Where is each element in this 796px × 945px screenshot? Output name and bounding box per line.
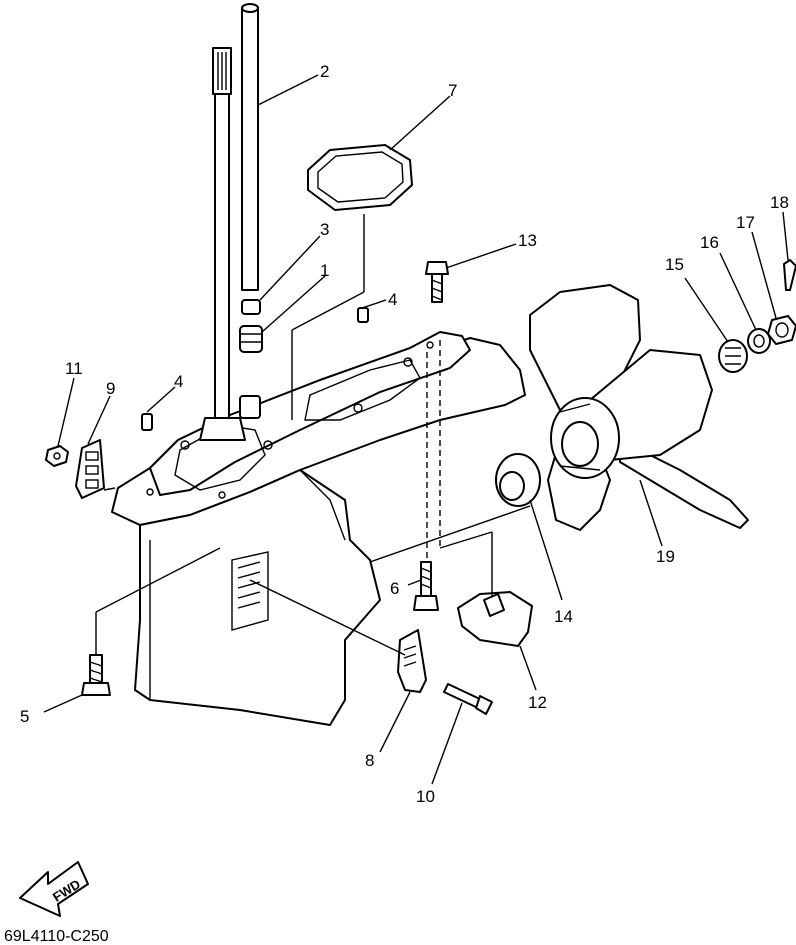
water-intake-grille xyxy=(231,551,269,631)
callout-4-second: 4 xyxy=(388,290,397,309)
trim-tab-8 xyxy=(397,629,427,693)
callout-8: 8 xyxy=(365,751,374,770)
callout-16: 16 xyxy=(700,233,719,252)
callout-9: 9 xyxy=(106,379,115,398)
fwd-arrow-icon: FWD xyxy=(19,861,89,917)
lower-casing xyxy=(111,331,526,726)
callout-10: 10 xyxy=(416,787,435,806)
callout-13: 13 xyxy=(518,231,537,250)
water-tube xyxy=(241,3,259,291)
bolt-13 xyxy=(425,261,449,303)
callout-19: 19 xyxy=(656,547,675,566)
propeller-19 xyxy=(529,284,749,531)
callout-14: 14 xyxy=(554,607,573,626)
drive-shaft xyxy=(199,47,246,441)
leader-lines xyxy=(43,74,789,785)
gasket xyxy=(307,144,413,211)
bolt-10 xyxy=(443,683,493,715)
dowel-pin xyxy=(141,307,369,431)
callout-7: 7 xyxy=(448,81,457,100)
callout-1: 1 xyxy=(320,261,329,280)
bolt-5 xyxy=(81,654,111,696)
callout-12: 12 xyxy=(528,693,547,712)
anode-12 xyxy=(457,591,533,647)
callout-15: 15 xyxy=(665,255,684,274)
cotter-pin-18 xyxy=(783,259,796,291)
callout-17: 17 xyxy=(736,213,755,232)
bracket-9 xyxy=(75,439,105,499)
callout-11: 11 xyxy=(65,359,83,378)
thrust-washer-14 xyxy=(495,453,541,507)
callout-6: 6 xyxy=(390,579,399,598)
spacer-15 xyxy=(718,339,748,373)
callout-2: 2 xyxy=(320,62,329,81)
grommet-and-seal xyxy=(239,299,263,419)
nut-17 xyxy=(767,315,796,345)
washer-16 xyxy=(747,328,771,354)
callout-4: 4 xyxy=(174,372,183,391)
bolt-6 xyxy=(413,561,439,611)
nut-11 xyxy=(45,445,69,467)
callout-5: 5 xyxy=(20,707,29,726)
drawing-code: 69L4110-C250 xyxy=(4,928,109,945)
callout-3: 3 xyxy=(320,220,329,239)
callout-18: 18 xyxy=(770,193,789,212)
